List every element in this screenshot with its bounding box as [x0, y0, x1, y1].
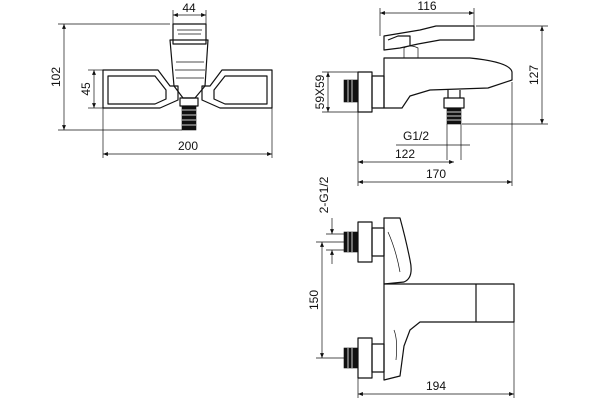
side-height-label: 127 — [527, 65, 541, 85]
center-height-label: 45 — [79, 82, 93, 96]
dim-depth: 194 — [357, 322, 515, 398]
side-body — [343, 25, 513, 125]
dim-center-height: 45 — [79, 69, 103, 109]
dim-inlet-thread: 2-G1/2 — [317, 176, 344, 264]
dim-thread: G1/2 — [396, 124, 470, 160]
dim-front-height: 102 — [49, 23, 182, 131]
outlet-offset-label: 122 — [395, 147, 415, 161]
handle-width-label: 44 — [182, 1, 196, 15]
dim-flange: 59X59 — [313, 71, 358, 113]
front-body — [102, 23, 273, 131]
inlet-thread-label: 2-G1/2 — [317, 176, 331, 213]
front-height-label: 102 — [49, 67, 63, 87]
side-length-label: 116 — [417, 0, 436, 13]
flange-label: 59X59 — [313, 74, 327, 109]
depth-label: 194 — [426, 379, 446, 393]
dim-handle-width: 44 — [172, 1, 207, 26]
dim-side-length: 116 — [379, 0, 475, 36]
dim-inlet-spacing: 150 — [307, 241, 344, 359]
inlet-spacing-label: 150 — [307, 290, 321, 310]
top-view: 2-G1/2 150 194 — [307, 176, 515, 398]
dim-outlet-offset: 122 — [357, 112, 454, 186]
top-body — [343, 217, 515, 381]
dim-front-width: 200 — [102, 108, 273, 158]
front-view: 44 102 45 200 — [49, 1, 273, 158]
thread-label: G1/2 — [403, 129, 429, 143]
dim-side-height: 127 — [462, 25, 548, 125]
side-view: 116 127 59X59 G1/2 122 — [313, 0, 548, 186]
front-width-label: 200 — [178, 139, 198, 153]
dim-overall: 170 — [358, 82, 513, 186]
overall-label: 170 — [426, 167, 446, 181]
